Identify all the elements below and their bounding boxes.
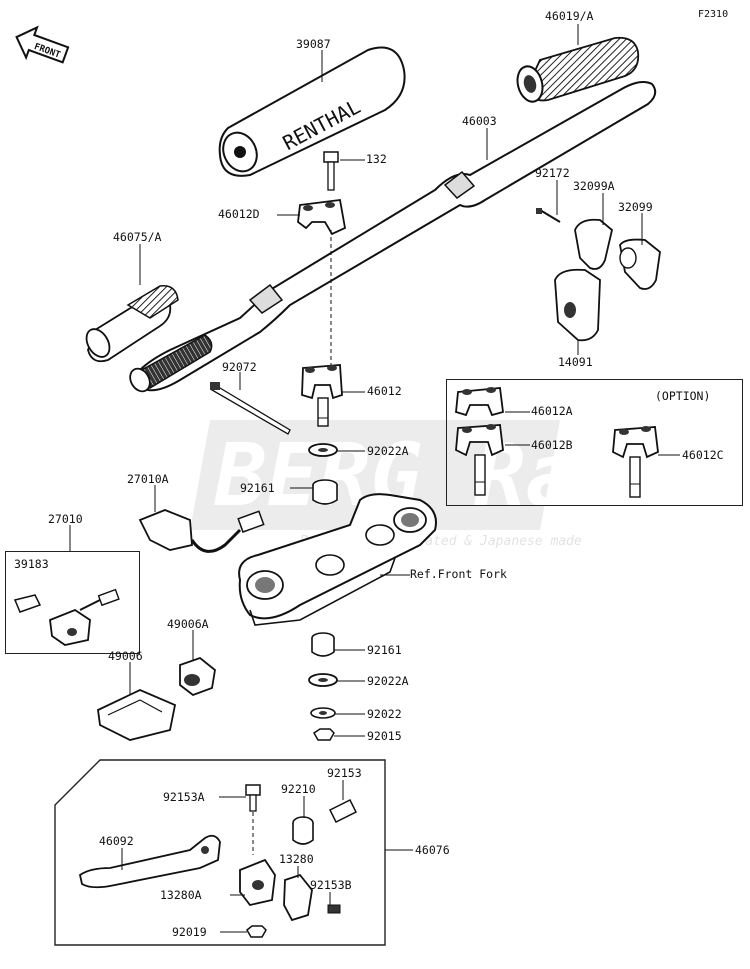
part-label-92153A[interactable]: 92153A: [163, 790, 205, 804]
part-label-27010[interactable]: 27010: [48, 512, 83, 526]
option-clamp-46012B: [455, 424, 504, 496]
bolt-92153: [328, 798, 358, 824]
part-label-27010A[interactable]: 27010A: [127, 472, 169, 486]
option-clamp-46012C: [612, 426, 659, 498]
switch-27010-frame: [5, 551, 140, 654]
part-label-46092[interactable]: 46092: [99, 834, 134, 848]
part-label-92153B[interactable]: 92153B: [310, 878, 352, 892]
switch-27010A: [138, 509, 265, 553]
right-grip: [516, 36, 640, 103]
part-label-92072[interactable]: 92072: [222, 360, 257, 374]
bolt-92153B: [327, 904, 341, 914]
part-label-13280A[interactable]: 13280A: [160, 888, 202, 902]
clutch-lever: [78, 834, 221, 889]
part-label-46012A[interactable]: 46012A: [531, 404, 573, 418]
part-label-39183[interactable]: 39183: [14, 557, 49, 571]
triple-clamp: [238, 493, 437, 626]
bolt-92153A: [245, 784, 261, 812]
part-label-92172[interactable]: 92172: [535, 166, 570, 180]
throttle-housing: [536, 208, 661, 290]
throttle-cover: [554, 268, 601, 342]
upper-clamp-46012D: [297, 199, 347, 236]
part-label-92022A-upper[interactable]: 92022A: [367, 444, 409, 458]
part-label-46076[interactable]: 46076: [415, 843, 450, 857]
part-label-46003[interactable]: 46003: [462, 114, 497, 128]
left-grip: [85, 285, 179, 363]
bolt-132: [323, 151, 339, 191]
clamp-46012: [301, 364, 343, 427]
part-label-39087[interactable]: 39087: [296, 37, 331, 51]
part-label-46012B[interactable]: 46012B: [531, 438, 573, 452]
collar-92210: [292, 816, 314, 845]
part-label-92019[interactable]: 92019: [172, 925, 207, 939]
part-label-ref-front-fork[interactable]: Ref.Front Fork: [410, 567, 507, 581]
part-label-132[interactable]: 132: [366, 152, 387, 166]
part-label-13280[interactable]: 13280: [279, 852, 314, 866]
part-label-14091[interactable]: 14091: [558, 355, 593, 369]
lever-holder: [239, 858, 313, 922]
part-label-92161-upper[interactable]: 92161: [240, 481, 275, 495]
option-clamp-46012A: [455, 387, 504, 417]
lever-assembly-frame: [54, 759, 386, 946]
nut-92015: [313, 728, 335, 741]
part-label-49006[interactable]: 49006: [108, 649, 143, 663]
front-arrow-icon: FRONT: [15, 25, 70, 64]
part-label-46012C[interactable]: 46012C: [682, 448, 724, 462]
part-label-46012D[interactable]: 46012D: [218, 207, 260, 221]
handlebar: [129, 81, 657, 393]
damper-92161-top: [312, 479, 338, 505]
part-label-92022[interactable]: 92022: [367, 707, 402, 721]
part-label-46012[interactable]: 46012: [367, 384, 402, 398]
part-label-32099[interactable]: 32099: [618, 200, 653, 214]
part-label-92015[interactable]: 92015: [367, 729, 402, 743]
damper-92161-bottom: [311, 632, 335, 657]
nut-92019: [246, 925, 267, 938]
part-label-46019A[interactable]: 46019/A: [545, 9, 594, 23]
part-label-49006A[interactable]: 49006A: [167, 617, 209, 631]
part-label-46075A[interactable]: 46075/A: [113, 230, 162, 244]
handlebar-pad: RENTHAL: [218, 46, 406, 177]
option-frame: [446, 379, 743, 506]
tie-band: [210, 382, 291, 435]
part-label-92153[interactable]: 92153: [327, 766, 362, 780]
adjuster-49006A: [179, 656, 216, 697]
part-label-32099A[interactable]: 32099A: [573, 179, 615, 193]
lever-cover-49006: [97, 689, 177, 741]
part-label-92210[interactable]: 92210: [281, 782, 316, 796]
part-label-92161-lower[interactable]: 92161: [367, 643, 402, 657]
leader-lines: [69, 24, 680, 933]
option-label: (OPTION): [655, 389, 711, 403]
switch-39183: [13, 588, 120, 646]
figure-code: F2310: [698, 9, 729, 20]
part-label-92022A-lower[interactable]: 92022A: [367, 674, 409, 688]
